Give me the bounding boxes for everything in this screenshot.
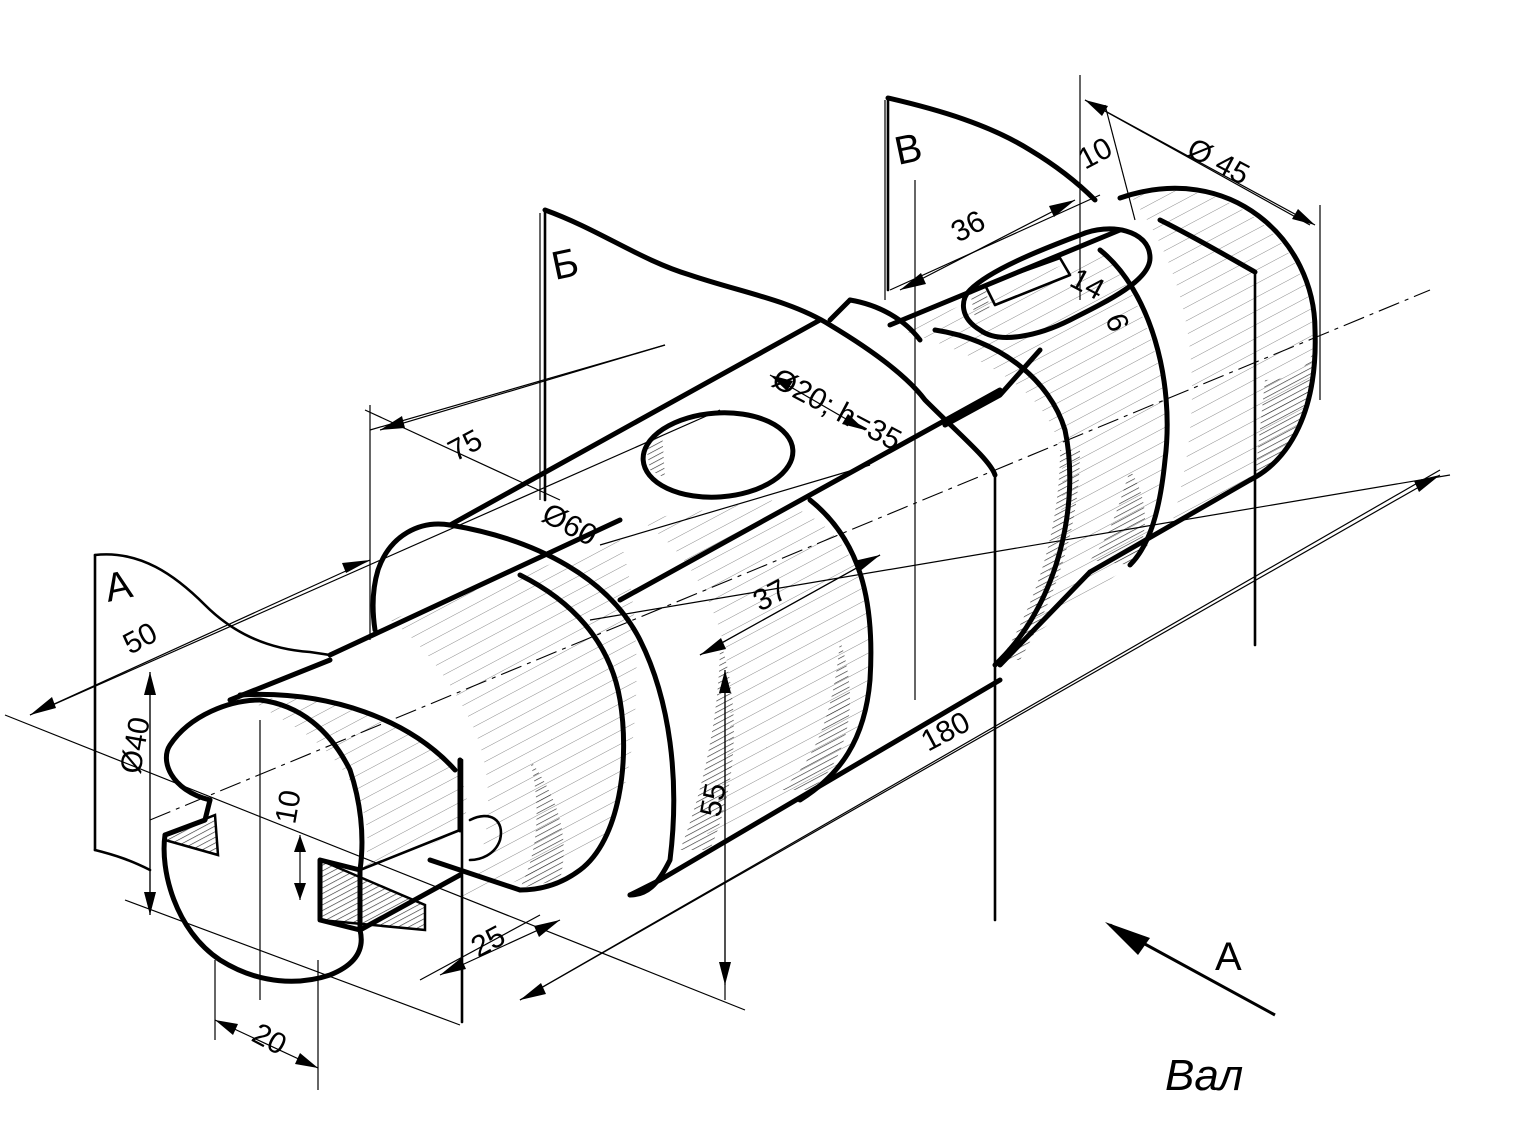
radial-hole xyxy=(640,410,796,500)
dim-180: 180 xyxy=(916,706,976,759)
cutting-plane-b xyxy=(542,207,998,502)
dim-dia-45: Ø 45 xyxy=(1182,132,1255,192)
plane-label-b: Б xyxy=(548,240,583,288)
view-arrow-label: А xyxy=(1215,935,1242,979)
left-inner-cylinder xyxy=(327,517,637,900)
left-shaft-end xyxy=(161,657,503,984)
dimension-arrows xyxy=(29,99,1441,1069)
dim-hole: Ø20; h=35 xyxy=(767,362,907,457)
keyway-slot xyxy=(960,226,1153,340)
dim-75: 75 xyxy=(443,423,488,468)
plane-label-v: В xyxy=(891,125,926,174)
dim-slot-10: 10 xyxy=(269,788,307,827)
dim-36: 36 xyxy=(946,204,991,249)
view-direction-arrow xyxy=(1105,922,1276,1017)
dim-55: 55 xyxy=(694,781,732,820)
drawing-title: Вал xyxy=(1165,1051,1243,1100)
dim-50: 50 xyxy=(118,616,163,661)
dim-20: 20 xyxy=(247,1017,292,1062)
middle-shaft-section xyxy=(887,227,1170,668)
dim-25: 25 xyxy=(466,919,511,964)
plane-label-a: А xyxy=(101,562,137,611)
